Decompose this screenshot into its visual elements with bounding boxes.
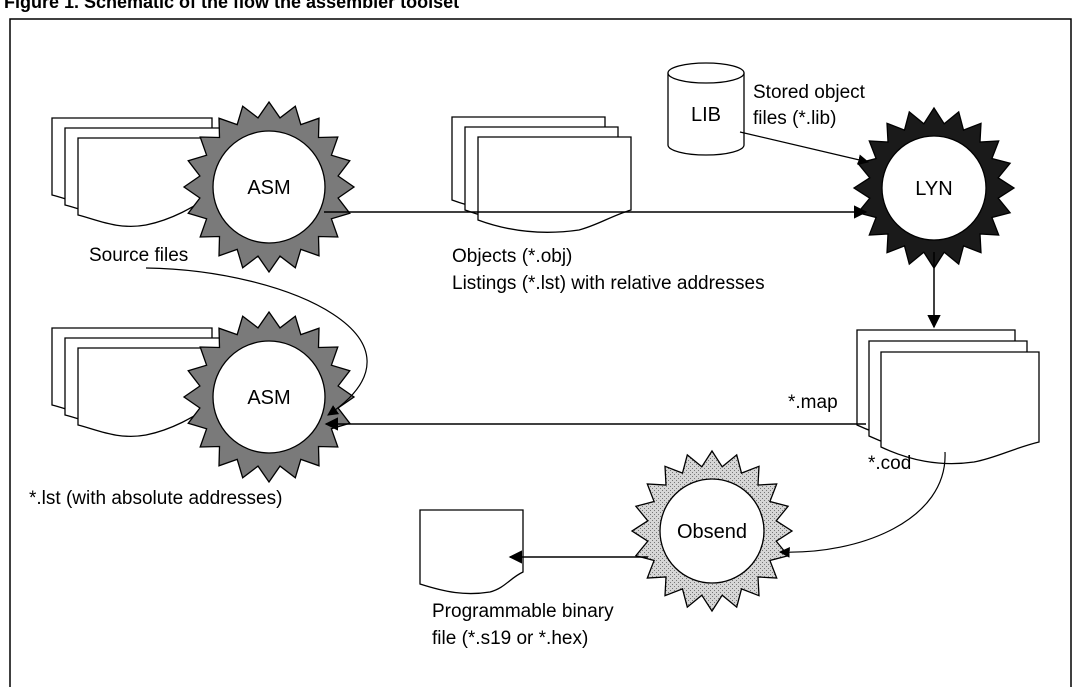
binary-label-line1: Programmable binary: [432, 601, 614, 622]
objects-document-stack: [451, 116, 632, 233]
binary-label-line2: file (*.s19 or *.hex): [432, 628, 588, 649]
binary-file-document: [419, 509, 524, 595]
cod-to-obsend-curve: [778, 451, 946, 558]
asm-bottom-gear: [182, 310, 356, 484]
obsend-label: Obsend: [677, 521, 747, 543]
asm-top-gear: [182, 100, 356, 274]
lyn-gear: [852, 106, 1016, 270]
objects-label: Objects (*.obj): [452, 246, 572, 267]
asm-top-label: ASM: [247, 177, 290, 199]
lyn-label: LYN: [915, 178, 952, 200]
stored-object-label-line1: Stored object: [753, 82, 866, 103]
figure-caption: Figure 1. Schematic of the flow the asse…: [4, 0, 459, 12]
source-files-label: Source files: [89, 245, 188, 266]
map-label: *.map: [788, 392, 838, 413]
stored-object-label-line2: files (*.lib): [753, 108, 836, 129]
source-to-asm-curve: [145, 267, 368, 416]
map-cod-document-stack: [856, 329, 1040, 465]
lib-to-lyn-arrow: [739, 131, 870, 166]
asm-bottom-label: ASM: [247, 387, 290, 409]
figure-border: [9, 18, 1072, 687]
obsend-gear: [630, 449, 794, 613]
lst-absolute-label: *.lst (with absolute addresses): [29, 488, 282, 509]
lib-cylinder: [667, 62, 745, 156]
cod-label: *.cod: [868, 453, 911, 474]
listings-label: Listings (*.lst) with relative addresses: [452, 273, 765, 294]
lib-label: LIB: [691, 104, 721, 126]
